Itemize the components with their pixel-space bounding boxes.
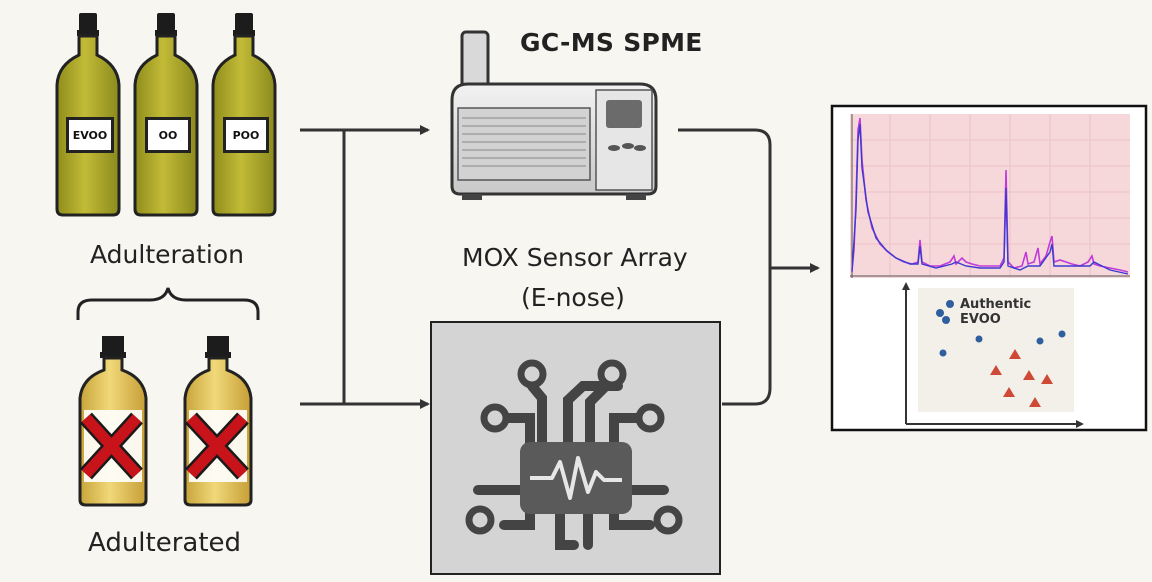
results-panel <box>830 104 1148 432</box>
bottle-label-evoo: EVOO <box>66 117 114 153</box>
bottle-icon <box>133 11 199 217</box>
connector-lines <box>300 125 820 409</box>
bottle-icon <box>211 11 277 217</box>
bottle-label-poo: POO <box>223 117 269 153</box>
legend-line-1: Authentic <box>960 297 1032 312</box>
mox-sensor-label: MOX Sensor Array <box>462 243 688 272</box>
gcms-instrument-icon <box>450 30 658 200</box>
authentic-points <box>936 300 1066 357</box>
bottle-label-oo: OO <box>145 117 191 153</box>
gcms-title: GC-MS SPME <box>520 28 703 57</box>
chip-icon <box>430 321 721 575</box>
adulterated-label: Adulterated <box>88 528 242 558</box>
cross-icon <box>185 412 249 480</box>
brace <box>76 287 260 320</box>
bottle-icon <box>55 11 121 217</box>
cross-icon <box>80 412 143 480</box>
adulterated-points <box>990 349 1053 407</box>
legend-line-2: EVOO <box>960 312 1001 327</box>
adulteration-label: Adulteration <box>90 240 244 269</box>
enose-label: (E-nose) <box>521 283 625 312</box>
scatter-legend: Authentic EVOO <box>960 297 1031 327</box>
